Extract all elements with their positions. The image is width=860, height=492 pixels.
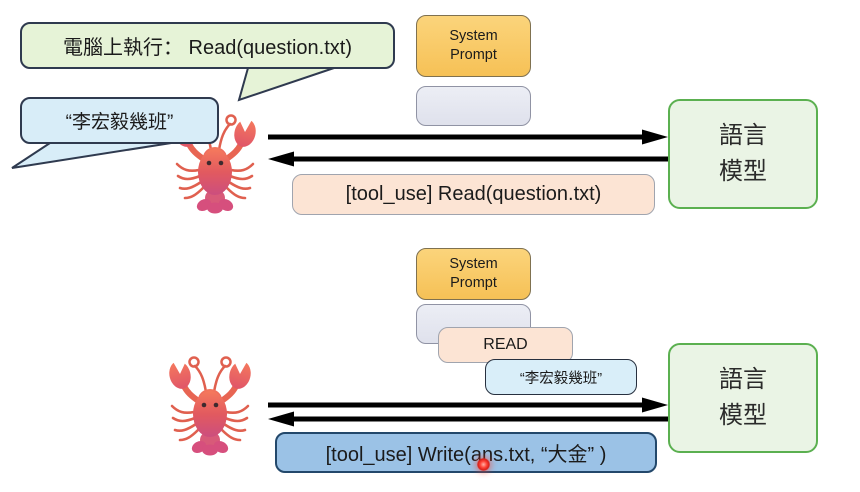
tool-use-write-box: [tool_use] Write(ans.txt, “大金” ) [275,432,657,473]
context-empty-box [416,86,531,126]
instruction-callout: 電腦上執行： Read(question.txt) [20,22,395,69]
request-arrow-top [268,129,668,145]
user-query-callout: “李宏毅幾班” [20,97,219,144]
response-arrow-bottom [268,411,668,427]
system-prompt-box: System Prompt [416,248,531,300]
laser-pointer-dot [477,458,490,471]
read-result-box: READ [438,327,573,363]
tool-use-read-box: [tool_use] Read(question.txt) [292,174,655,215]
user-query-box: “李宏毅幾班” [485,359,637,395]
llm-box-top: 語言 模型 [668,99,818,209]
lobster-emoji [160,348,260,460]
request-arrow-bottom [268,397,668,413]
llm-box-bottom: 語言 模型 [668,343,818,453]
response-arrow-top [268,151,668,167]
system-prompt-box: System Prompt [416,15,531,77]
instruction-callout-tail [237,67,335,102]
